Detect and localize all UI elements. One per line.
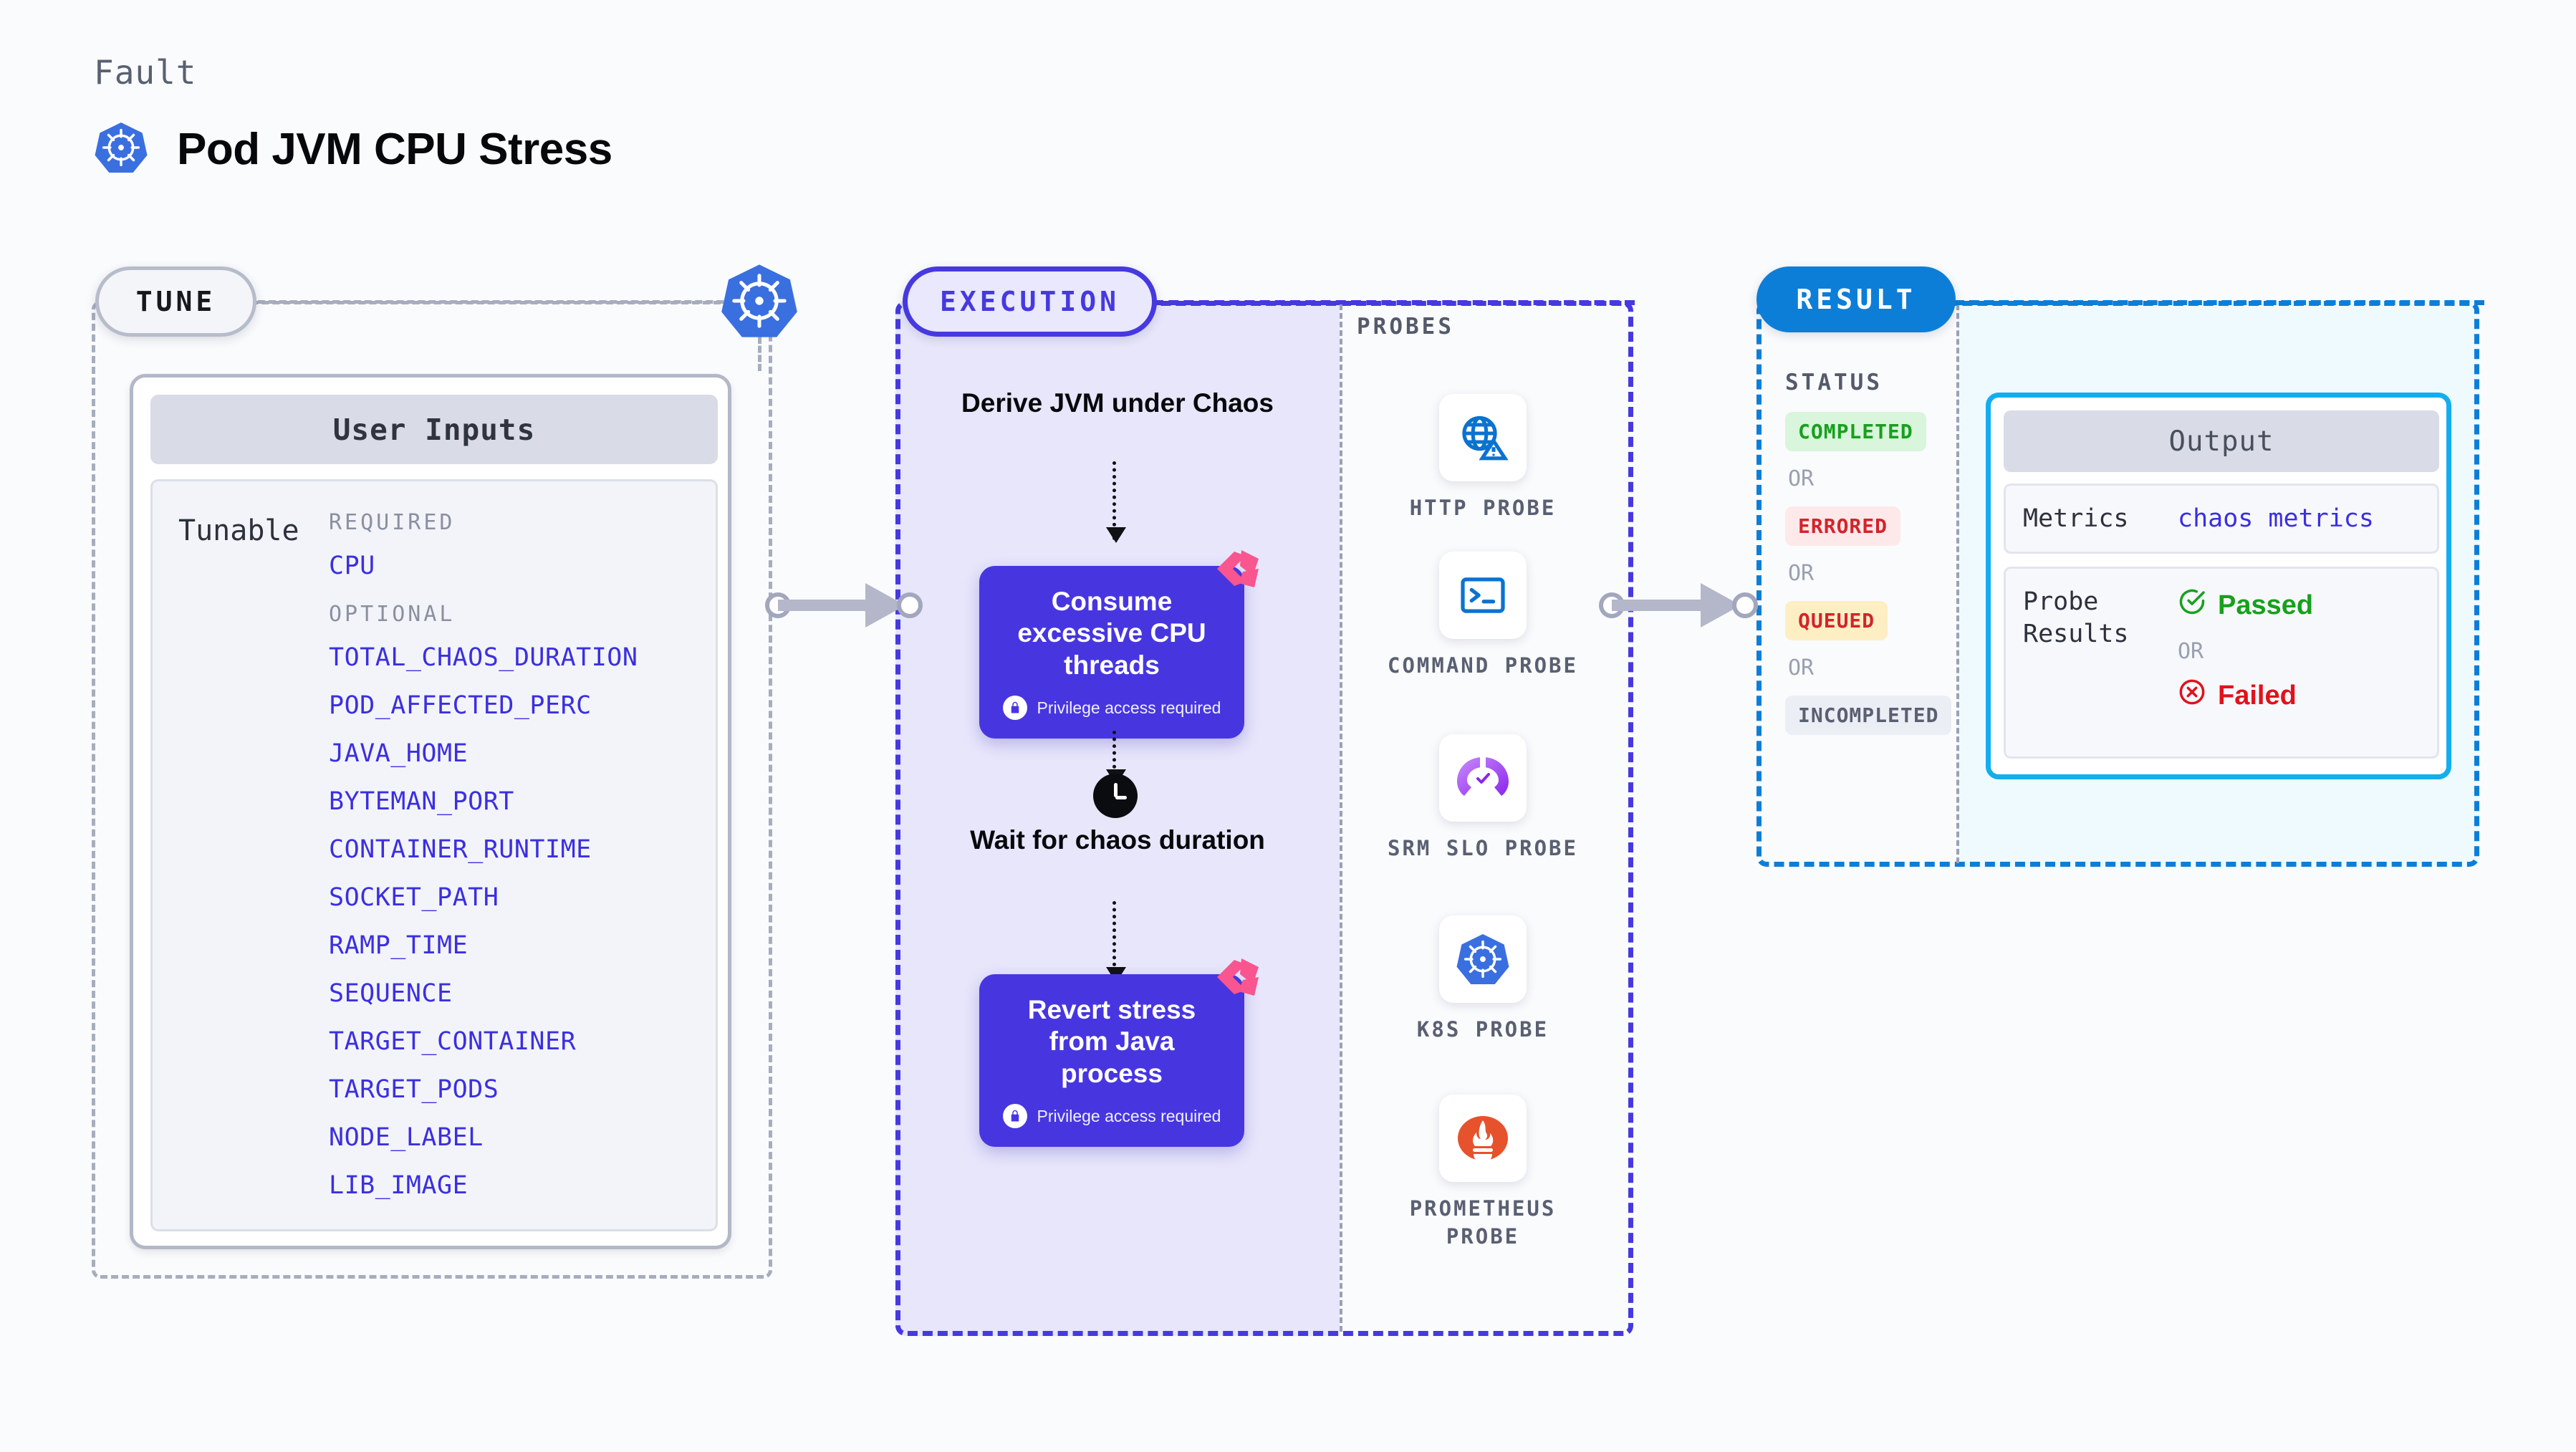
flow-arrow-1 bbox=[1106, 461, 1126, 543]
probe-label: PROMETHEUS PROBE bbox=[1409, 1196, 1557, 1249]
lock-icon bbox=[1002, 1104, 1027, 1129]
probe-label: HTTP PROBE bbox=[1409, 496, 1557, 520]
lock-icon bbox=[1002, 696, 1027, 721]
flow-arrow-3 bbox=[1106, 901, 1126, 983]
metrics-value[interactable]: chaos metrics bbox=[2178, 504, 2374, 533]
parameter-item[interactable]: TOTAL_CHAOS_DURATION bbox=[329, 643, 638, 672]
probe-http[interactable]: HTTP PROBE bbox=[1375, 394, 1590, 522]
tunable-label: Tunable bbox=[178, 514, 299, 547]
fault-eyebrow: Fault bbox=[94, 53, 197, 92]
status-or-label: OR bbox=[1788, 655, 1815, 681]
result-pill-label: RESULT bbox=[1756, 266, 1956, 332]
metrics-key: Metrics bbox=[2023, 504, 2129, 533]
result-dashed-link bbox=[1954, 300, 2484, 305]
status-list: COMPLETED OR ERRORED OR QUEUED OR INCOMPLETED bbox=[1785, 412, 1964, 735]
probe-command[interactable]: COMMAND PROBE bbox=[1375, 552, 1590, 680]
user-inputs-card: User Inputs Tunable REQUIRED CPU OPTIONA… bbox=[130, 374, 731, 1249]
srm-slo-icon bbox=[1439, 734, 1527, 822]
required-parameter-list: CPU bbox=[329, 554, 701, 579]
parameter-item[interactable]: TARGET_PODS bbox=[329, 1075, 499, 1104]
tunable-box: Tunable REQUIRED CPU OPTIONAL TOTAL_CHAO… bbox=[150, 479, 718, 1231]
chaos-card-consume[interactable]: Consume excessive CPU threads Privilege … bbox=[979, 550, 1259, 739]
privilege-text: Privilege access required bbox=[1037, 1106, 1221, 1125]
tune-badge-stub bbox=[758, 337, 761, 371]
chaos-card-revert[interactable]: Revert stress from Java process Privileg… bbox=[979, 958, 1259, 1148]
clock-icon bbox=[1093, 774, 1138, 818]
status-badge: ERRORED bbox=[1785, 506, 1901, 546]
parameter-item[interactable]: SOCKET_PATH bbox=[329, 883, 499, 912]
execution-pill-label: EXECUTION bbox=[903, 266, 1157, 337]
probe-label: K8S PROBE bbox=[1416, 1017, 1549, 1042]
parameter-item[interactable]: RAMP_TIME bbox=[329, 931, 468, 960]
privilege-text: Privilege access required bbox=[1037, 698, 1221, 717]
privilege-note: Privilege access required bbox=[979, 681, 1244, 739]
globe-warning-icon bbox=[1439, 394, 1527, 481]
status-badge: INCOMPLETED bbox=[1785, 696, 1952, 735]
tune-pill-label: TUNE bbox=[95, 266, 256, 337]
metrics-row: Metrics chaos metrics bbox=[2004, 484, 2439, 554]
probe-prometheus[interactable]: PROMETHEUS PROBE bbox=[1375, 1095, 1590, 1251]
execution-fill bbox=[895, 301, 1340, 1336]
fault-title-row: Pod JVM CPU Stress bbox=[94, 120, 612, 178]
parameter-item[interactable]: CONTAINER_RUNTIME bbox=[329, 835, 592, 864]
parameter-item[interactable]: LIB_IMAGE bbox=[329, 1171, 468, 1200]
step-derive-jvm: Derive JVM under Chaos bbox=[961, 388, 1274, 418]
optional-parameter-list: TOTAL_CHAOS_DURATION POD_AFFECTED_PERC JAV… bbox=[329, 645, 701, 1198]
kubernetes-icon bbox=[94, 120, 148, 178]
terminal-icon bbox=[1439, 552, 1527, 639]
result-divider bbox=[1956, 304, 1959, 863]
probe-passed-label: Passed bbox=[2218, 590, 2314, 620]
parameter-column: REQUIRED CPU OPTIONAL TOTAL_CHAOS_DURATI… bbox=[329, 510, 701, 1221]
parameter-item[interactable]: NODE_LABEL bbox=[329, 1123, 484, 1152]
probe-failed: Failed bbox=[2178, 678, 2297, 713]
probe-srm-slo[interactable]: SRM SLO PROBE bbox=[1375, 734, 1590, 862]
parameter-item[interactable]: TARGET_CONTAINER bbox=[329, 1027, 577, 1056]
step-wait-duration: Wait for chaos duration bbox=[970, 825, 1265, 855]
x-circle-icon bbox=[2178, 678, 2206, 713]
privilege-note: Privilege access required bbox=[979, 1090, 1244, 1147]
kubernetes-icon bbox=[1439, 915, 1527, 1003]
parameter-item[interactable]: SEQUENCE bbox=[329, 979, 453, 1008]
page-title: Pod JVM CPU Stress bbox=[177, 125, 612, 174]
probes-divider bbox=[1340, 304, 1342, 1332]
execution-dashed-link bbox=[1153, 300, 1635, 305]
status-or-label: OR bbox=[1788, 466, 1815, 491]
status-badge: COMPLETED bbox=[1785, 412, 1926, 451]
parameter-item[interactable]: JAVA_HOME bbox=[329, 739, 468, 768]
parameter-item[interactable]: CPU bbox=[329, 552, 375, 580]
optional-group-title: OPTIONAL bbox=[329, 602, 456, 627]
chaos-ribbon-icon bbox=[1213, 547, 1263, 597]
probe-k8s[interactable]: K8S PROBE bbox=[1375, 915, 1590, 1044]
connector-execution-to-result bbox=[1599, 573, 1758, 638]
user-inputs-title: User Inputs bbox=[150, 395, 718, 464]
chaos-ribbon-icon bbox=[1213, 956, 1263, 1006]
probe-failed-label: Failed bbox=[2218, 680, 2297, 711]
status-title: STATUS bbox=[1785, 370, 1883, 395]
parameter-item[interactable]: POD_AFFECTED_PERC bbox=[329, 691, 592, 720]
status-or-label: OR bbox=[1788, 561, 1815, 586]
tune-dashed-link bbox=[258, 300, 745, 304]
probe-or-label: OR bbox=[2178, 639, 2204, 664]
prometheus-icon bbox=[1439, 1095, 1527, 1182]
connector-tune-to-execution bbox=[765, 573, 923, 638]
result-left-fill bbox=[1756, 301, 1957, 867]
probe-label: SRM SLO PROBE bbox=[1388, 836, 1578, 860]
probe-passed: Passed bbox=[2178, 587, 2313, 623]
chaos-card-title: Revert stress from Java process bbox=[1027, 995, 1196, 1088]
check-circle-icon bbox=[2178, 587, 2206, 623]
kubernetes-icon bbox=[720, 261, 799, 340]
output-title: Output bbox=[2004, 410, 2439, 472]
status-badge: QUEUED bbox=[1785, 601, 1888, 640]
required-group-title: REQUIRED bbox=[329, 510, 456, 535]
parameter-item[interactable]: BYTEMAN_PORT bbox=[329, 787, 514, 816]
probe-label: COMMAND PROBE bbox=[1388, 653, 1578, 678]
probes-title: PROBES bbox=[1357, 314, 1454, 340]
chaos-card-title: Consume excessive CPU threads bbox=[1017, 587, 1206, 680]
